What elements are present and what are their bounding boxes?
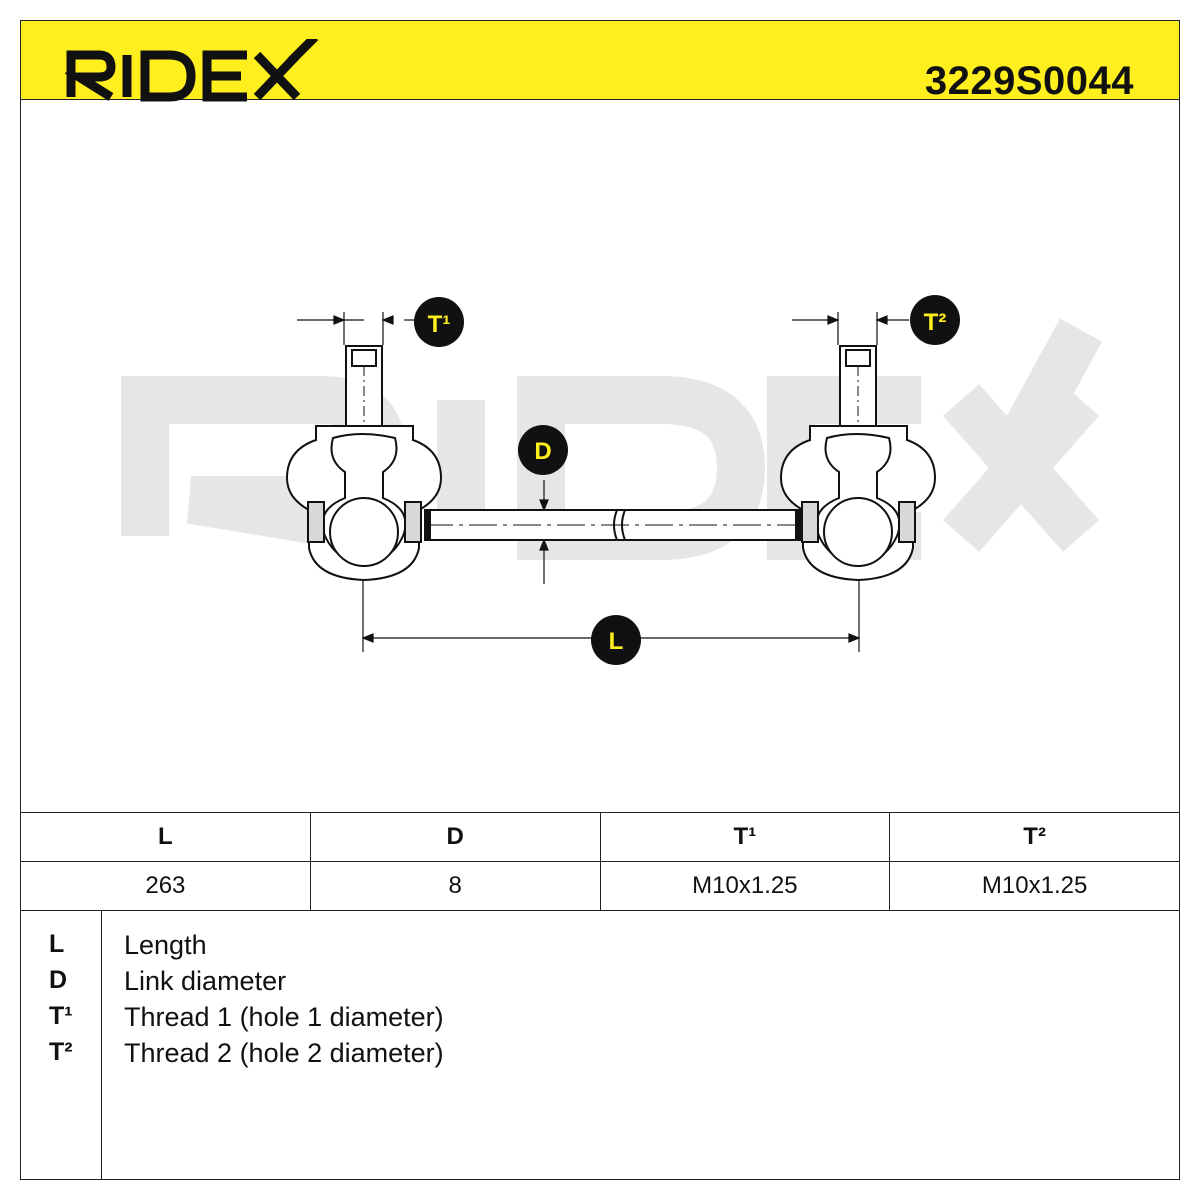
table-header-cell: D bbox=[309, 812, 601, 862]
legend-divider bbox=[101, 910, 102, 1179]
label-t1: T¹ bbox=[414, 297, 464, 347]
table-row: 263 8 M10x1.25 M10x1.25 bbox=[20, 861, 1180, 911]
label-t2: T² bbox=[910, 295, 960, 345]
table-cell: M10x1.25 bbox=[599, 861, 891, 911]
table-header-cell: T¹ bbox=[599, 812, 891, 862]
legend-key: L bbox=[49, 930, 65, 958]
label-l: L bbox=[591, 615, 641, 665]
legend-text: Thread 2 (hole 2 diameter) bbox=[124, 1038, 444, 1068]
ball-joint-left-icon bbox=[285, 345, 443, 582]
legend-key: T² bbox=[49, 1038, 73, 1066]
svg-text:T¹: T¹ bbox=[428, 311, 451, 338]
table-cell: M10x1.25 bbox=[889, 861, 1180, 911]
legend-item: D Link diameter bbox=[21, 966, 1179, 1002]
svg-text:L: L bbox=[609, 628, 624, 655]
legend-text: Link diameter bbox=[124, 966, 287, 996]
ridex-watermark bbox=[121, 318, 1103, 560]
table-header-cell: L bbox=[20, 812, 311, 862]
ridex-logo bbox=[65, 39, 319, 102]
svg-text:D: D bbox=[534, 438, 551, 465]
legend-item: T² Thread 2 (hole 2 diameter) bbox=[21, 1038, 1179, 1074]
table-header-cell: T² bbox=[889, 812, 1180, 862]
header-bar: 3229S0044 bbox=[20, 20, 1180, 103]
legend-item: T¹ Thread 1 (hole 1 diameter) bbox=[21, 1002, 1179, 1038]
dimensions-table: L D T¹ T² 263 8 M10x1.25 M10x1.25 bbox=[20, 812, 1180, 911]
ball-joint-right-icon bbox=[779, 345, 937, 582]
label-d: D bbox=[518, 425, 568, 475]
part-number: 3229S0044 bbox=[924, 59, 1134, 103]
table-cell: 8 bbox=[309, 861, 601, 911]
link-rod-icon bbox=[424, 509, 802, 541]
legend-text: Thread 1 (hole 1 diameter) bbox=[124, 1002, 444, 1032]
legend-key: T¹ bbox=[49, 1002, 73, 1030]
svg-text:T²: T² bbox=[924, 309, 947, 336]
legend-key: D bbox=[49, 966, 68, 994]
table-header-row: L D T¹ T² bbox=[20, 812, 1180, 862]
table-cell: 263 bbox=[20, 861, 311, 911]
technical-drawing: T¹ T² D L bbox=[121, 295, 1103, 665]
legend-item: L Length bbox=[21, 930, 1179, 966]
legend-text: Length bbox=[124, 930, 207, 960]
legend: L Length D Link diameter T¹ Thread 1 (ho… bbox=[20, 910, 1180, 1180]
